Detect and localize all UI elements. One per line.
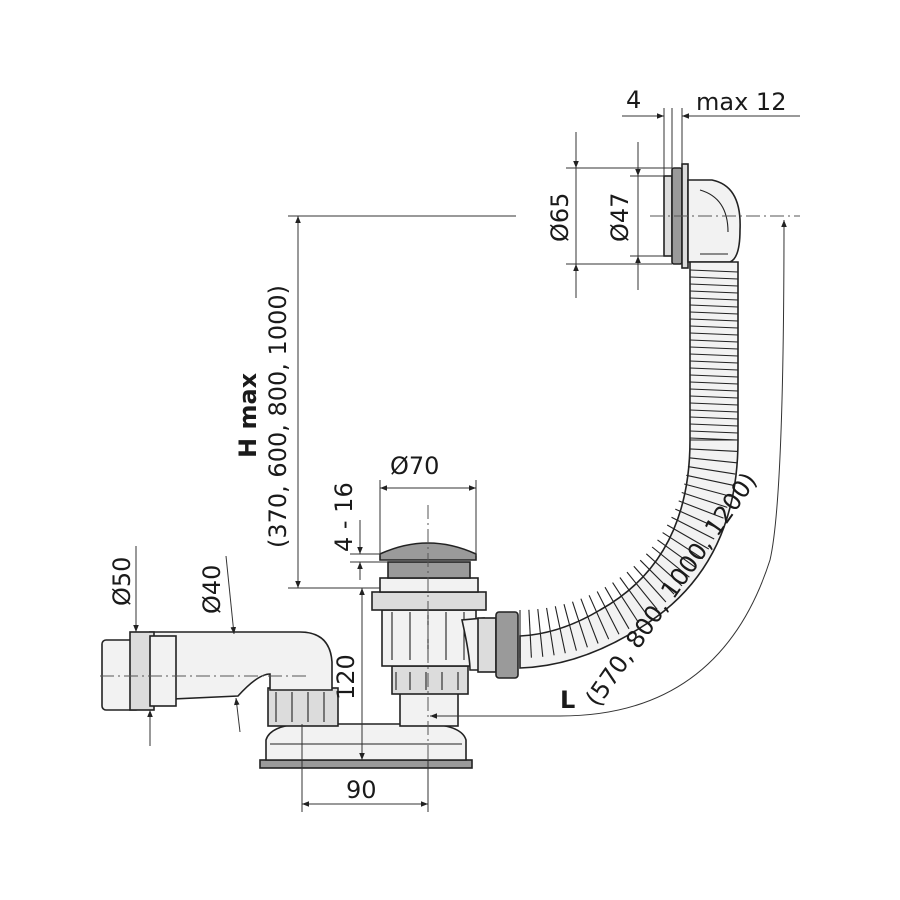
label-120: 120 xyxy=(332,654,360,700)
dim-d50: Ø50 xyxy=(108,546,153,746)
outlet-pipe xyxy=(101,631,339,727)
side-outlet xyxy=(461,611,519,679)
siphon-base xyxy=(259,723,473,769)
label-d40: Ø40 xyxy=(198,565,226,614)
label-l-values: (570, 800, 1000, 1200) xyxy=(580,467,763,711)
label-d50: Ø50 xyxy=(108,557,136,606)
label-h-max: H max xyxy=(234,372,262,458)
label-4: 4 xyxy=(626,86,641,114)
label-d70: Ø70 xyxy=(390,452,439,480)
label-4-16: 4 - 16 xyxy=(330,482,358,552)
dim-4-16: 4 - 16 xyxy=(330,482,388,580)
label-90: 90 xyxy=(346,776,377,804)
label-l: L xyxy=(560,686,575,714)
label-d65: Ø65 xyxy=(546,193,574,242)
dim-120: 120 xyxy=(332,588,365,760)
dim-h-max: H max (370, 600, 800, 1000) xyxy=(234,215,516,589)
dim-overflow-thickness: 4 max 12 xyxy=(622,86,800,176)
dim-overflow-diameters: Ø65 Ø47 xyxy=(546,132,672,298)
dim-90: 90 xyxy=(301,724,429,812)
dim-d40: Ø40 xyxy=(198,555,241,733)
label-max12: max 12 xyxy=(696,88,786,116)
corrugated-hose xyxy=(519,261,739,669)
label-h-values: (370, 600, 800, 1000) xyxy=(264,285,292,548)
label-d47: Ø47 xyxy=(606,193,634,242)
